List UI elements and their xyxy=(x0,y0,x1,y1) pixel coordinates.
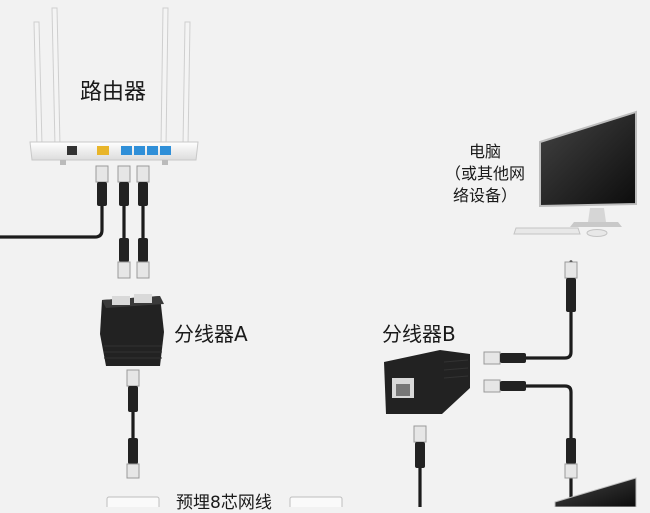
rj45-plug-icon xyxy=(136,165,150,183)
rj45-connectors xyxy=(95,165,578,479)
computer-label-line1: 电脑 xyxy=(468,142,501,161)
lan-port xyxy=(160,146,171,155)
rj45-boot xyxy=(500,353,526,363)
rj45-boot xyxy=(415,442,425,468)
splitter-icon xyxy=(384,350,470,414)
splitter-a-body xyxy=(100,296,164,366)
wan-port xyxy=(97,146,109,155)
rj45-plug-icon xyxy=(95,165,109,183)
wan-cable xyxy=(0,203,104,239)
router-icon xyxy=(29,7,199,165)
router-foot xyxy=(162,160,168,165)
rj45-boot xyxy=(128,438,138,464)
router-foot xyxy=(60,160,66,165)
computer-label-line2: （或其他网 xyxy=(444,164,525,183)
rj45-boot xyxy=(500,381,526,391)
splitter-b-label: 分线器B xyxy=(382,322,456,346)
rj45-plug-icon xyxy=(117,261,131,279)
rj45-plug-icon xyxy=(564,261,578,279)
splitter-a-port xyxy=(134,294,152,303)
rj45-plug-icon xyxy=(483,379,501,393)
rj45-plug-icon xyxy=(136,261,150,279)
computer-label: 电脑 （或其他网 络设备） xyxy=(437,141,533,207)
splitter-b-to-device-cable xyxy=(524,384,573,444)
rj45-plug-icon xyxy=(564,463,578,479)
rj45-boot xyxy=(138,238,148,262)
embedded-cable-label: 预埋8芯网线 xyxy=(176,493,272,513)
computer-label-line3: 络设备） xyxy=(452,186,517,205)
second-monitor-icon xyxy=(554,477,637,507)
rj45-plug-icon xyxy=(126,463,140,479)
rj45-boot xyxy=(119,182,129,206)
splitter-a-label: 分线器A xyxy=(174,322,248,346)
keyboard xyxy=(513,227,581,235)
wall-socket-icon xyxy=(106,496,343,507)
monitor-screen xyxy=(539,110,637,208)
rj45-boot xyxy=(566,438,576,464)
rj45-boot xyxy=(138,182,148,206)
lan-port xyxy=(121,146,132,155)
router-label: 路由器 xyxy=(80,80,147,105)
router-antennas xyxy=(33,7,191,147)
splitter-a-port xyxy=(112,296,130,305)
monitor-stand xyxy=(588,208,606,222)
splitter-icon xyxy=(100,294,164,366)
rj45-boot xyxy=(566,278,576,312)
rj45-plug-icon xyxy=(126,369,140,387)
mouse xyxy=(586,229,608,237)
power-port xyxy=(67,146,77,155)
monitor-base xyxy=(570,222,622,227)
router-body xyxy=(29,141,199,161)
splitter-b-to-pc-cable xyxy=(524,310,573,360)
lan-port xyxy=(147,146,158,155)
rj45-boot xyxy=(128,386,138,412)
rj45-plug-icon xyxy=(413,425,427,443)
rj45-plug-icon xyxy=(117,165,131,183)
rj45-plug-icon xyxy=(483,351,501,365)
desktop-computer-icon xyxy=(513,110,637,237)
lan-port xyxy=(134,146,145,155)
rj45-boot xyxy=(97,182,107,206)
rj45-boot xyxy=(119,238,129,262)
